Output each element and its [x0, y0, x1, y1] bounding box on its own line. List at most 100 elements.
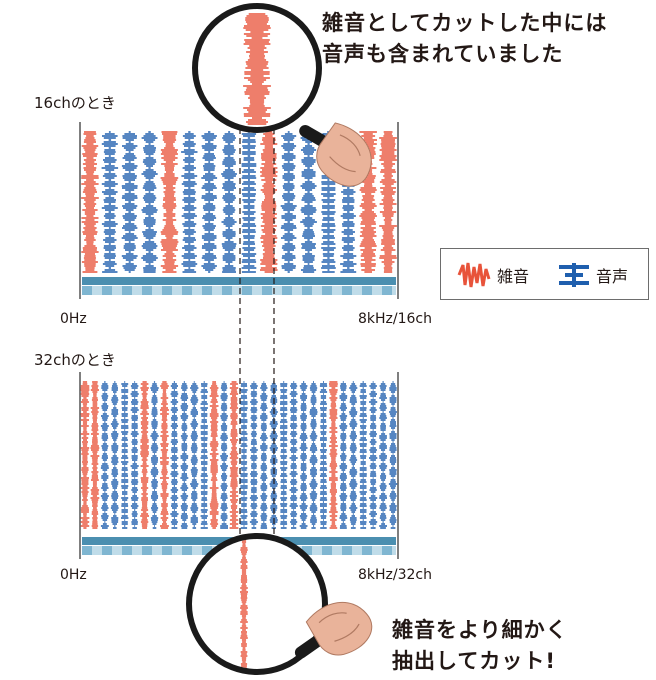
band-cell: [362, 546, 372, 555]
panel-32ch-label: 32chのとき: [34, 351, 116, 369]
legend-speech-label: 音声: [596, 267, 629, 286]
speech-channel: [260, 381, 268, 529]
speech-channel: [100, 381, 109, 529]
band-cell: [192, 286, 202, 295]
callout-top-line2: 音声も含まれていました: [322, 42, 564, 66]
band-cell: [272, 286, 282, 295]
speech-channel: [388, 381, 398, 529]
band-cell: [282, 286, 292, 295]
band-cell: [222, 286, 232, 295]
speech-channel: [121, 131, 138, 273]
speech-channel: [359, 381, 367, 529]
speech-channel: [369, 381, 378, 529]
callout-bottom-line1: 雑音をより細かく: [392, 618, 568, 642]
magnifier-icon: [192, 3, 322, 133]
panel-32ch: [79, 372, 399, 559]
band-cell: [362, 286, 372, 295]
band-cell: [142, 286, 152, 295]
band-cell: [262, 286, 272, 295]
band-cell: [82, 286, 92, 295]
speech-channel: [249, 381, 258, 529]
band-cell: [162, 286, 172, 295]
callout-bottom-line2: 抽出してカット!: [392, 649, 556, 673]
noise-channel: [209, 381, 219, 529]
magnified-noise: [243, 13, 271, 125]
band-cell: [312, 546, 322, 555]
band-cell: [332, 546, 342, 555]
band-cell: [152, 286, 162, 295]
speech-channel: [280, 381, 288, 529]
speech-channel: [200, 381, 208, 529]
speech-channel: [299, 381, 308, 529]
band-cell: [352, 546, 362, 555]
speech-channel: [220, 381, 228, 529]
frequency-band-bar: [82, 277, 396, 285]
speech-channel: [240, 381, 248, 529]
band-cell: [172, 546, 182, 555]
noise-channel: [81, 131, 99, 273]
noise-channel: [260, 131, 278, 273]
speech-channel: [180, 381, 189, 529]
band-cell: [332, 286, 342, 295]
band-cell: [182, 286, 192, 295]
band-cell: [372, 546, 382, 555]
band-cell: [102, 546, 112, 555]
speech-waveform-icon: [559, 263, 589, 287]
band-cell: [82, 546, 92, 555]
band-cell: [112, 546, 122, 555]
band-cell: [392, 546, 396, 555]
panel-32ch-axis-end: 8kHz/32ch: [358, 567, 432, 583]
band-cell: [342, 286, 352, 295]
band-cell: [312, 286, 322, 295]
hand-bottom: [294, 601, 373, 659]
noise-waveform-icon: [457, 262, 491, 288]
band-cell: [322, 546, 332, 555]
band-cell: [382, 286, 392, 295]
noise-channel: [160, 131, 179, 273]
band-cell: [202, 546, 212, 555]
speech-channel: [150, 381, 159, 529]
band-cell: [202, 286, 212, 295]
magnifier-icon: [186, 533, 328, 675]
band-cell: [142, 546, 152, 555]
speech-channel: [309, 381, 318, 529]
band-cell: [102, 286, 112, 295]
panel-16ch-axis-start: 0Hz: [60, 311, 87, 327]
speech-channel: [339, 381, 348, 529]
band-cell: [132, 546, 142, 555]
noise-channel: [229, 381, 239, 529]
noise-channel: [140, 381, 149, 529]
callout-top-line1: 雑音としてカットした中には: [322, 11, 608, 35]
band-cell: [252, 286, 262, 295]
legend-noise-label: 雑音: [497, 267, 530, 286]
band-cell: [132, 286, 142, 295]
hand-top: [299, 122, 372, 187]
noise-channel: [80, 381, 90, 529]
band-cell: [302, 286, 312, 295]
band-cell: [122, 286, 132, 295]
band-cell: [92, 546, 102, 555]
speech-channel: [130, 381, 139, 529]
speech-channel: [349, 381, 358, 529]
band-cell: [242, 286, 252, 295]
band-cell: [302, 546, 312, 555]
speech-channel: [121, 381, 129, 529]
callout-top: 雑音としてカットした中には 音声も含まれていました: [322, 8, 607, 70]
noise-channel: [379, 131, 397, 273]
band-cell: [162, 546, 172, 555]
noise-channel: [160, 381, 169, 529]
band-cell: [92, 286, 102, 295]
speech-channel: [181, 131, 198, 273]
speech-channel: [170, 381, 179, 529]
band-cell: [192, 546, 202, 555]
band-cell: [352, 286, 362, 295]
speech-channel: [110, 381, 119, 529]
callout-bottom: 雑音をより細かく 抽出してカット!: [392, 615, 568, 677]
hand-icon: [305, 601, 373, 656]
band-cell: [122, 546, 132, 555]
speech-channel: [289, 381, 298, 529]
hand-detail: [329, 134, 361, 173]
speech-channel: [221, 131, 237, 273]
hand-detail: [318, 612, 360, 642]
legend: 雑音 音声: [440, 248, 649, 300]
